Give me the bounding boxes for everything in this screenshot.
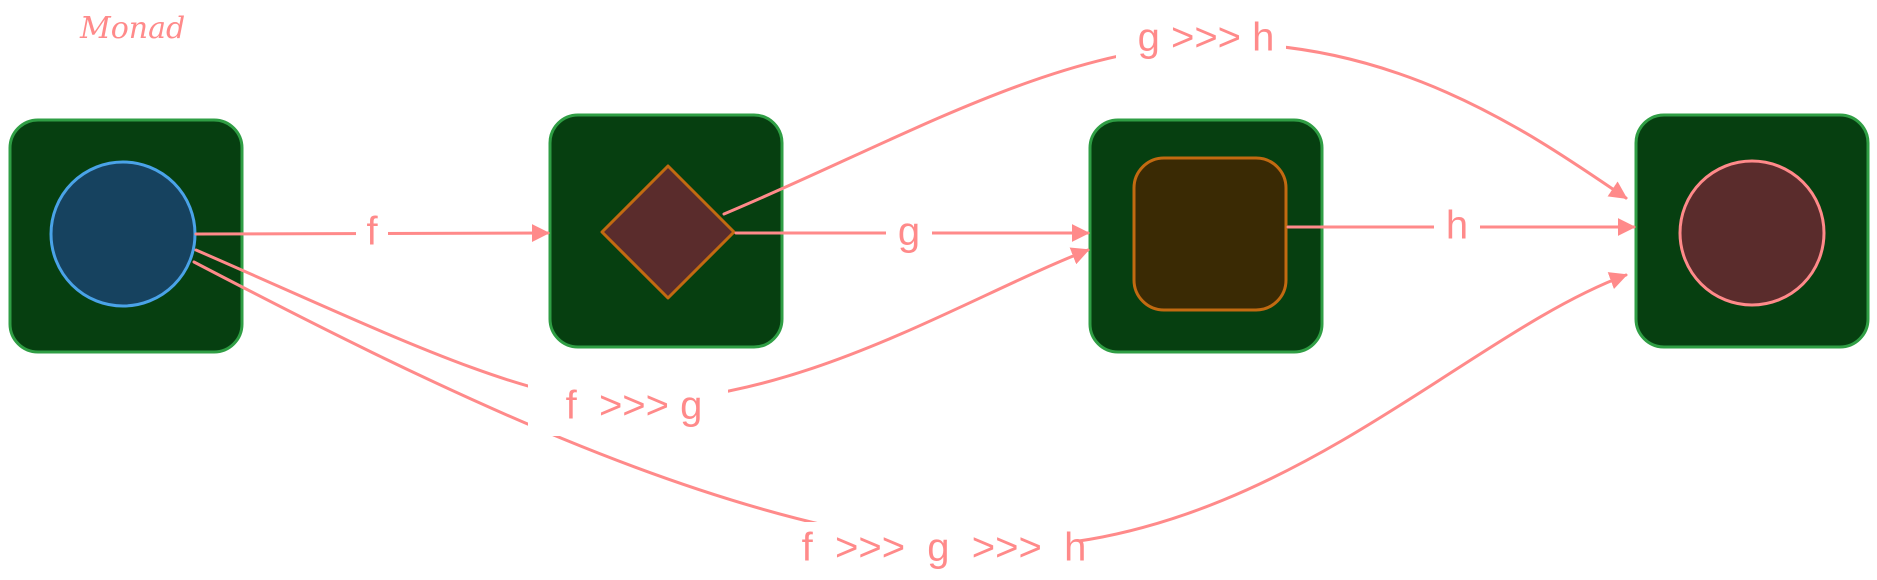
- square-icon: [1132, 156, 1288, 312]
- circle-icon: [49, 160, 197, 308]
- edge-label-f: f: [366, 210, 378, 254]
- circle-icon: [1678, 159, 1826, 307]
- label-gap-f-g: [528, 382, 728, 436]
- label-gap-g: [886, 208, 932, 260]
- label-gap-f: [356, 210, 388, 258]
- diagram-title: Monad: [79, 11, 185, 46]
- edge-label-f-g-h: f >>> g >>> h: [802, 526, 1087, 570]
- edge-label-h: h: [1446, 204, 1468, 248]
- label-gap-h: [1434, 202, 1480, 254]
- label-gap-f-g-h: [790, 522, 1080, 576]
- label-gap-g-h: [1116, 14, 1286, 66]
- diamond-icon: [600, 164, 736, 300]
- edge-label-g-h: g >>> h: [1138, 16, 1275, 60]
- edge-f-g-h: [192, 260, 1628, 550]
- edge-label-g: g: [898, 210, 920, 254]
- edge-label-f-g: f >>> g: [566, 384, 703, 428]
